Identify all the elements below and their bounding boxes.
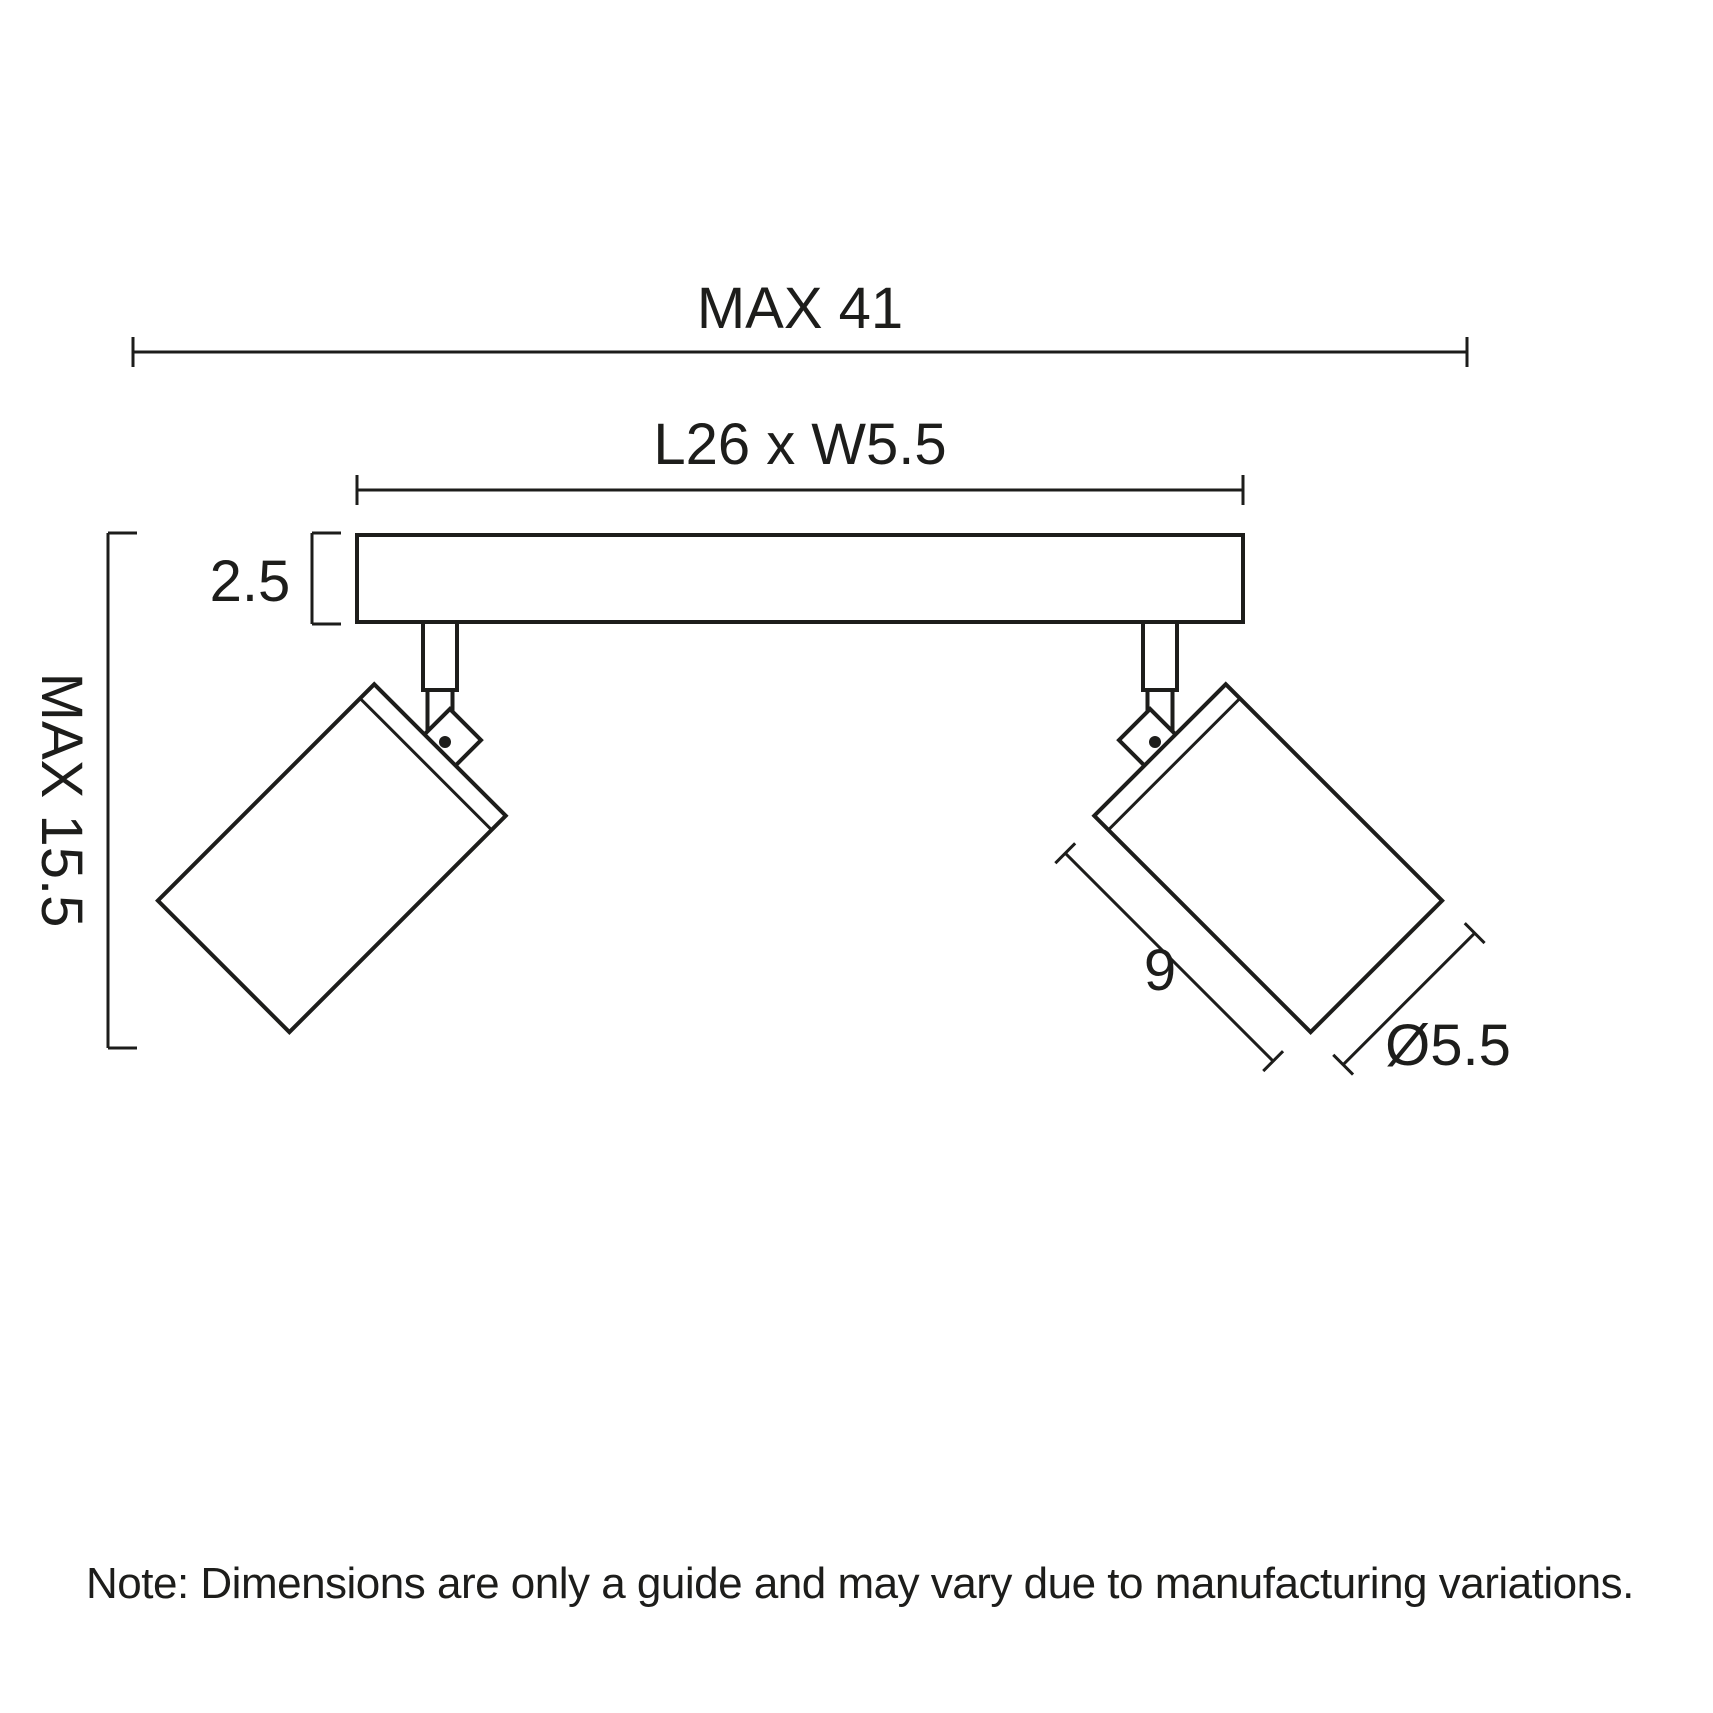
dim-overall-width-label: MAX 41 bbox=[697, 276, 903, 341]
right-pivot-screw bbox=[1149, 736, 1161, 748]
left-head-body bbox=[155, 681, 509, 1035]
dim-plate-thickness-label: 2.5 bbox=[210, 549, 291, 614]
dim-plate-thickness bbox=[310, 531, 341, 626]
right-head-body bbox=[1091, 681, 1445, 1035]
dim-head-length-label: 9 bbox=[1144, 938, 1176, 1003]
left-head-rim bbox=[359, 697, 493, 831]
dim-head-length bbox=[1054, 842, 1285, 1073]
dim-base-plate-label: L26 x W5.5 bbox=[653, 412, 946, 477]
footer-note: Note: Dimensions are only a guide and ma… bbox=[86, 1559, 1634, 1608]
left-spot-head bbox=[155, 681, 509, 1035]
mounting-bar bbox=[355, 533, 1245, 624]
right-head-rim bbox=[1107, 697, 1241, 831]
dim-overall-drop bbox=[106, 531, 137, 1050]
left-pivot-screw bbox=[439, 736, 451, 748]
dim-base-plate bbox=[355, 475, 1245, 505]
dim-head-diameter bbox=[1332, 922, 1486, 1076]
dim-head-diameter-label: Ø5.5 bbox=[1385, 1013, 1511, 1078]
right-spot-head bbox=[1054, 681, 1486, 1076]
dim-overall-drop-label: MAX 15.5 bbox=[29, 673, 94, 928]
dim-overall-width bbox=[131, 337, 1469, 367]
